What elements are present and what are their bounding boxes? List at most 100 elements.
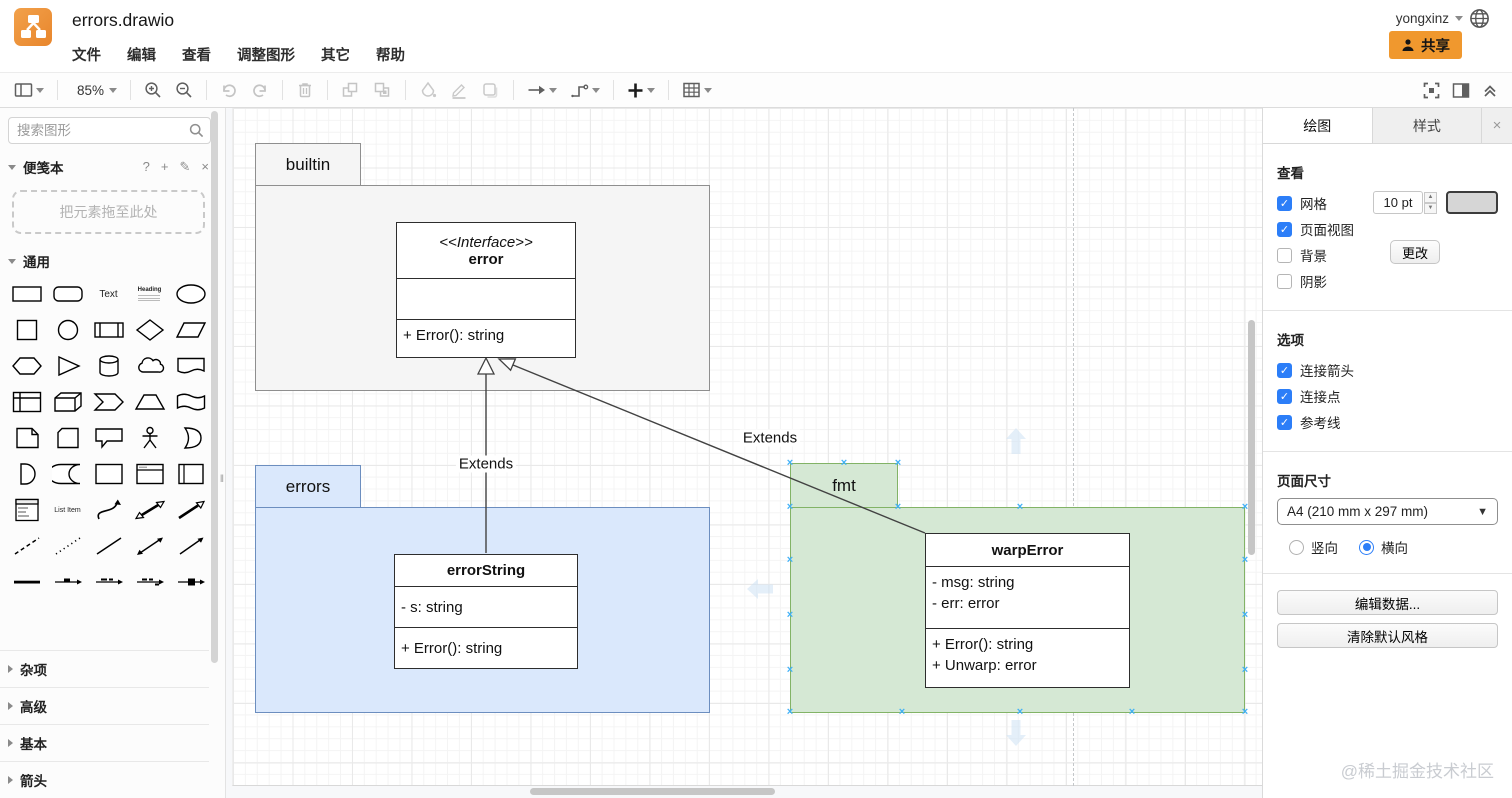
shape-data-storage[interactable] (47, 460, 88, 488)
shape-rectangle[interactable] (6, 280, 47, 308)
shape-triangle[interactable] (47, 352, 88, 380)
package-fmt-tab[interactable]: fmt (790, 463, 898, 508)
canvas-vertical-scrollbar[interactable] (1248, 320, 1255, 555)
shape-curve[interactable] (88, 496, 129, 524)
undo-button[interactable] (220, 82, 238, 98)
insert-button[interactable] (627, 82, 656, 99)
shape-list-item[interactable]: List Item (54, 506, 81, 514)
page-size-select[interactable]: A4 (210 mm x 297 mm) ▼ (1277, 498, 1498, 525)
zoom-in-button[interactable] (144, 81, 162, 99)
shape-hexagon[interactable] (6, 352, 47, 380)
package-errors-tab[interactable]: errors (255, 465, 361, 508)
class-error[interactable]: <<Interface>> error + Error(): string (396, 222, 576, 358)
shape-or[interactable] (170, 424, 211, 452)
shape-bidirectional-connector[interactable] (129, 532, 170, 560)
scratchpad-add-icon[interactable]: + (160, 159, 169, 174)
background-checkbox[interactable] (1277, 247, 1292, 263)
grid-size-stepper[interactable]: ▲▼ (1424, 191, 1437, 214)
guides-checkbox[interactable]: ✓ (1277, 414, 1292, 430)
menu-help[interactable]: 帮助 (376, 48, 405, 64)
direction-arrow-up-icon[interactable] (1004, 426, 1028, 456)
to-back-button[interactable] (373, 81, 392, 99)
scratchpad-help-icon[interactable]: ? (142, 159, 150, 174)
view-panels-button[interactable] (14, 81, 44, 99)
package-builtin-tab[interactable]: builtin (255, 143, 361, 186)
shape-callout[interactable] (88, 424, 129, 452)
tab-diagram[interactable]: 绘图 (1263, 108, 1373, 143)
menu-arrange[interactable]: 调整图形 (237, 48, 295, 64)
connection-points-checkbox[interactable]: ✓ (1277, 388, 1292, 404)
edge-extends-label-2[interactable]: Extends (739, 429, 801, 447)
shape-rounded-rectangle[interactable] (47, 280, 88, 308)
shape-internal-storage[interactable] (6, 388, 47, 416)
zoom-out-button[interactable] (175, 81, 193, 99)
table-button[interactable] (682, 81, 713, 99)
shape-line[interactable] (88, 532, 129, 560)
menu-view[interactable]: 查看 (182, 48, 211, 64)
direction-arrow-left-icon[interactable] (745, 577, 775, 601)
shape-labeled-arrow-3[interactable] (129, 568, 170, 596)
shape-note[interactable] (6, 424, 47, 452)
shape-card[interactable] (47, 424, 88, 452)
shape-vertical-container[interactable] (170, 460, 211, 488)
collapse-toolbar-button[interactable] (1482, 82, 1498, 98)
fullscreen-button[interactable] (1423, 82, 1440, 99)
grid-color-swatch[interactable] (1446, 191, 1498, 214)
change-background-button[interactable]: 更改 (1390, 240, 1440, 264)
class-warperror[interactable]: warpError - msg: string - err: error + E… (925, 533, 1130, 688)
sidebar-section-arrows[interactable]: 箭头 (0, 761, 209, 798)
class-warperror-methods[interactable]: + Error(): string + Unwarp: error (932, 636, 1037, 674)
edge-extends-label-1[interactable]: Extends (455, 455, 517, 473)
edit-data-button[interactable]: 编辑数据... (1277, 590, 1498, 615)
shape-arrow[interactable] (170, 496, 211, 524)
shape-cube[interactable] (47, 388, 88, 416)
delete-button[interactable] (296, 81, 314, 99)
landscape-radio[interactable] (1359, 539, 1374, 555)
menu-edit[interactable]: 编辑 (127, 48, 156, 64)
general-section-header[interactable]: 通用 (0, 244, 225, 278)
shape-labeled-arrow-2[interactable] (88, 568, 129, 596)
sidebar-resize-handle[interactable]: ‖ (219, 474, 225, 485)
shape-document[interactable] (170, 352, 211, 380)
tab-style[interactable]: 样式 (1373, 108, 1483, 143)
sidebar-section-advanced[interactable]: 高级 (0, 687, 209, 724)
shape-list[interactable] (6, 496, 47, 524)
language-globe-icon[interactable] (1469, 8, 1490, 29)
grid-size-input[interactable] (1373, 191, 1423, 214)
shadow-checkbox[interactable] (1277, 273, 1292, 289)
portrait-radio[interactable] (1289, 539, 1304, 555)
shape-process[interactable] (88, 316, 129, 344)
user-dropdown-caret[interactable] (1455, 16, 1463, 21)
panel-close-icon[interactable]: × (1492, 117, 1502, 134)
connection-arrows-checkbox[interactable]: ✓ (1277, 362, 1292, 378)
redo-button[interactable] (251, 82, 269, 98)
user-name[interactable]: yongxinz (1395, 11, 1449, 26)
fill-color-button[interactable] (419, 81, 437, 99)
sidebar-section-basic[interactable]: 基本 (0, 724, 209, 761)
sidebar-scrollbar[interactable] (211, 111, 218, 663)
menu-file[interactable]: 文件 (72, 48, 101, 64)
class-error-fields[interactable] (397, 279, 575, 320)
shape-parallelogram[interactable] (170, 316, 211, 344)
format-panel-toggle-button[interactable] (1452, 82, 1470, 99)
menu-extras[interactable]: 其它 (321, 48, 350, 64)
class-warperror-fields[interactable]: - msg: string - err: error (926, 567, 1129, 629)
shape-search-input[interactable] (8, 117, 211, 144)
shadow-button[interactable] (481, 81, 500, 99)
clear-default-style-button[interactable]: 清除默认风格 (1277, 623, 1498, 648)
shape-dotted-line[interactable] (47, 532, 88, 560)
class-errorstring[interactable]: errorString - s: string + Error(): strin… (394, 554, 578, 669)
diagram-canvas[interactable]: builtin errors fmt Extends Extends <<Int… (226, 108, 1262, 798)
shape-labeled-arrow-4[interactable] (170, 568, 211, 596)
shape-circle[interactable] (47, 316, 88, 344)
zoom-level-dropdown[interactable]: 85% (71, 83, 118, 98)
canvas-horizontal-scrollbar[interactable] (530, 788, 775, 795)
scratchpad-header[interactable]: 便笺本 ? + ✎ × (0, 150, 225, 184)
scratchpad-edit-icon[interactable]: ✎ (179, 159, 191, 174)
direction-arrow-down-icon[interactable] (1004, 718, 1028, 748)
shape-cloud[interactable] (129, 352, 170, 380)
shape-trapezoid[interactable] (129, 388, 170, 416)
shape-heading[interactable]: Heading (129, 280, 170, 308)
share-button[interactable]: 共享 (1389, 31, 1462, 59)
shape-cylinder[interactable] (88, 352, 129, 380)
